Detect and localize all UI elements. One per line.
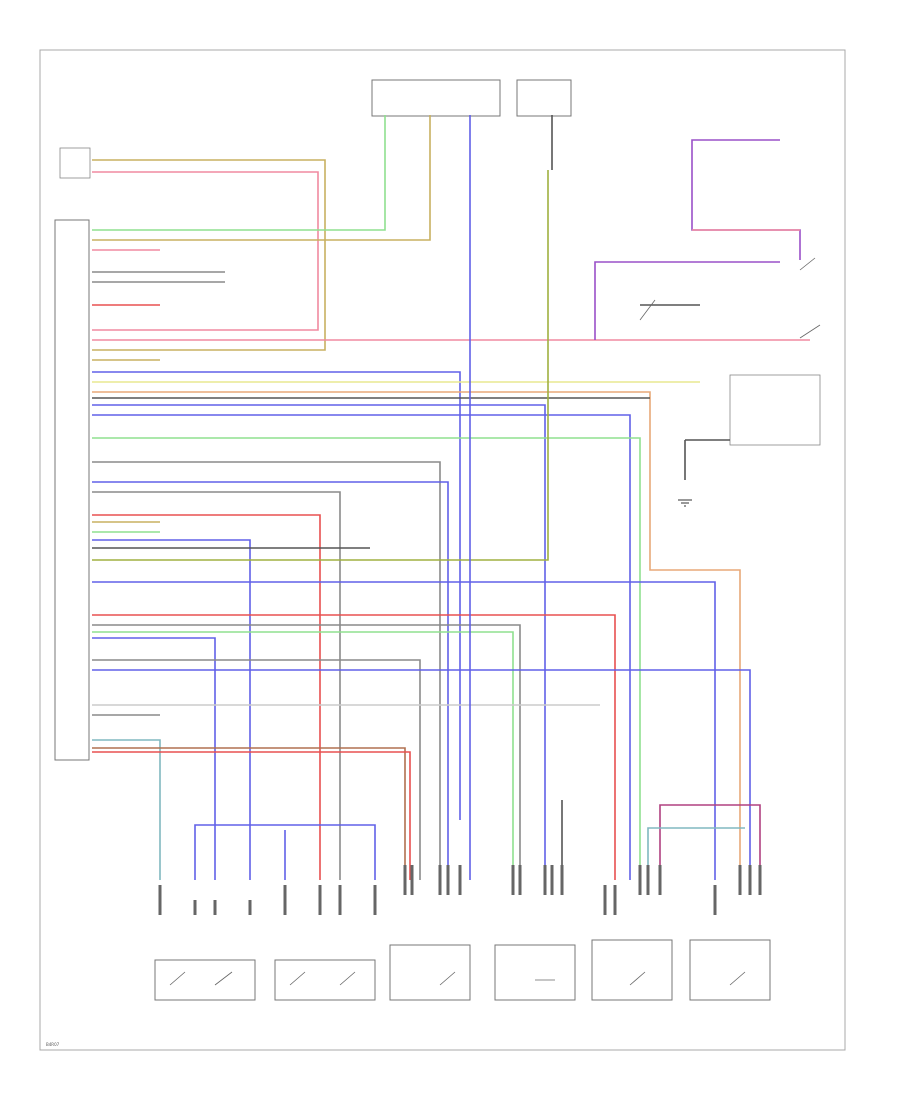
wire (92, 404, 546, 880)
ground-icon (678, 499, 692, 507)
motor-box-1 (154, 959, 256, 1001)
wire (647, 827, 745, 880)
wire (92, 491, 341, 880)
motor-box-2 (274, 959, 376, 1001)
wire (691, 139, 801, 260)
wire (92, 391, 741, 880)
wire (92, 739, 161, 880)
wire (92, 669, 751, 880)
motor-box-5 (591, 939, 673, 1001)
wire (92, 614, 616, 880)
wire (92, 170, 549, 561)
wire (92, 624, 521, 880)
wire (92, 747, 406, 880)
wire (92, 159, 326, 351)
motor-box-6 (689, 939, 771, 1001)
wire (92, 539, 251, 880)
wire (92, 414, 631, 880)
wire (594, 261, 780, 340)
page-id: B4R07 (46, 1042, 60, 1047)
fuse-box-left (371, 79, 501, 117)
switch-symbols (169, 257, 821, 986)
page-frame (39, 49, 846, 1051)
wire (92, 581, 716, 880)
wire (92, 461, 441, 880)
wires (92, 115, 810, 880)
wire (92, 481, 449, 880)
wire (92, 514, 321, 880)
wire (194, 824, 376, 880)
wire (92, 115, 431, 241)
motor-box-4 (494, 944, 576, 1001)
motor-box-3 (389, 944, 471, 1001)
wire (92, 115, 386, 231)
wire (92, 751, 411, 880)
connector-pins (158, 865, 762, 915)
power-supply-box (59, 147, 91, 179)
power-seat-module (54, 219, 90, 761)
memory-switch-box (729, 374, 821, 446)
fuse-box-right (516, 79, 572, 117)
wire (659, 804, 761, 880)
wire (92, 631, 514, 880)
wire (92, 437, 641, 880)
wire (92, 171, 319, 331)
wire (92, 659, 421, 880)
wire (92, 637, 216, 880)
